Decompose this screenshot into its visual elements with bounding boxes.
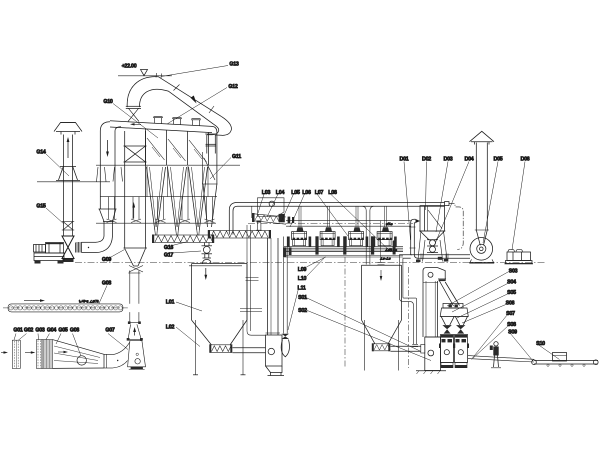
svg-text:G09: G09 (102, 257, 112, 263)
svg-text:D04: D04 (465, 157, 474, 163)
svg-text:G17: G17 (164, 253, 174, 259)
svg-text:D01: D01 (400, 157, 409, 163)
svg-text:L07: L07 (315, 190, 324, 196)
svg-text:S10: S10 (536, 341, 545, 347)
svg-text:G16: G16 (164, 245, 174, 251)
svg-text:G05: G05 (58, 327, 68, 333)
svg-text:S05: S05 (507, 290, 516, 296)
svg-text:S04: S04 (507, 280, 516, 286)
svg-text:L03: L03 (262, 190, 271, 196)
svg-text:G01: G01 (13, 327, 23, 333)
svg-text:S02: S02 (298, 308, 307, 314)
svg-text:G02: G02 (24, 327, 34, 333)
svg-text:D03: D03 (444, 157, 453, 163)
svg-text:G15: G15 (36, 204, 46, 210)
svg-text:L04: L04 (276, 190, 285, 196)
svg-text:D06: D06 (521, 157, 530, 163)
svg-text:+22.00: +22.00 (122, 64, 137, 70)
svg-text:S08: S08 (507, 322, 516, 328)
svg-text:D05: D05 (494, 157, 503, 163)
svg-text:G03: G03 (35, 327, 45, 333)
svg-text:G14: G14 (36, 150, 46, 156)
svg-text:L01: L01 (166, 300, 175, 306)
svg-text:⌀%⌀: ⌀%⌀ (386, 222, 393, 226)
svg-text:D02: D02 (422, 157, 431, 163)
svg-text:t₁+5℃ ∠∅78: t₁+5℃ ∠∅78 (79, 299, 99, 303)
svg-text:L10: L10 (298, 276, 307, 282)
svg-text:S06: S06 (506, 301, 515, 307)
svg-text:S07: S07 (506, 311, 515, 317)
svg-text:L09: L09 (298, 267, 307, 273)
svg-text:S09: S09 (508, 330, 517, 336)
svg-text:G08: G08 (102, 281, 112, 287)
svg-text:L08: L08 (328, 190, 337, 196)
svg-text:G06: G06 (70, 327, 80, 333)
svg-text:∠⌀-∠⌀: ∠⌀-∠⌀ (380, 257, 391, 261)
svg-text:L11: L11 (297, 286, 305, 292)
svg-text:G10: G10 (103, 99, 113, 105)
svg-text:G11: G11 (232, 154, 241, 160)
svg-text:L05: L05 (291, 190, 300, 196)
svg-text:∠⌀⅋∠⌀: ∠⌀⅋∠⌀ (385, 248, 397, 252)
svg-text:G07: G07 (105, 327, 115, 333)
svg-text:S01: S01 (298, 295, 307, 301)
svg-text:L02: L02 (166, 325, 175, 331)
svg-text:G12: G12 (228, 84, 238, 90)
svg-text:L06: L06 (302, 190, 311, 196)
svg-text:G13: G13 (229, 62, 239, 68)
svg-text:G04: G04 (47, 327, 57, 333)
svg-text:S03: S03 (509, 269, 518, 275)
